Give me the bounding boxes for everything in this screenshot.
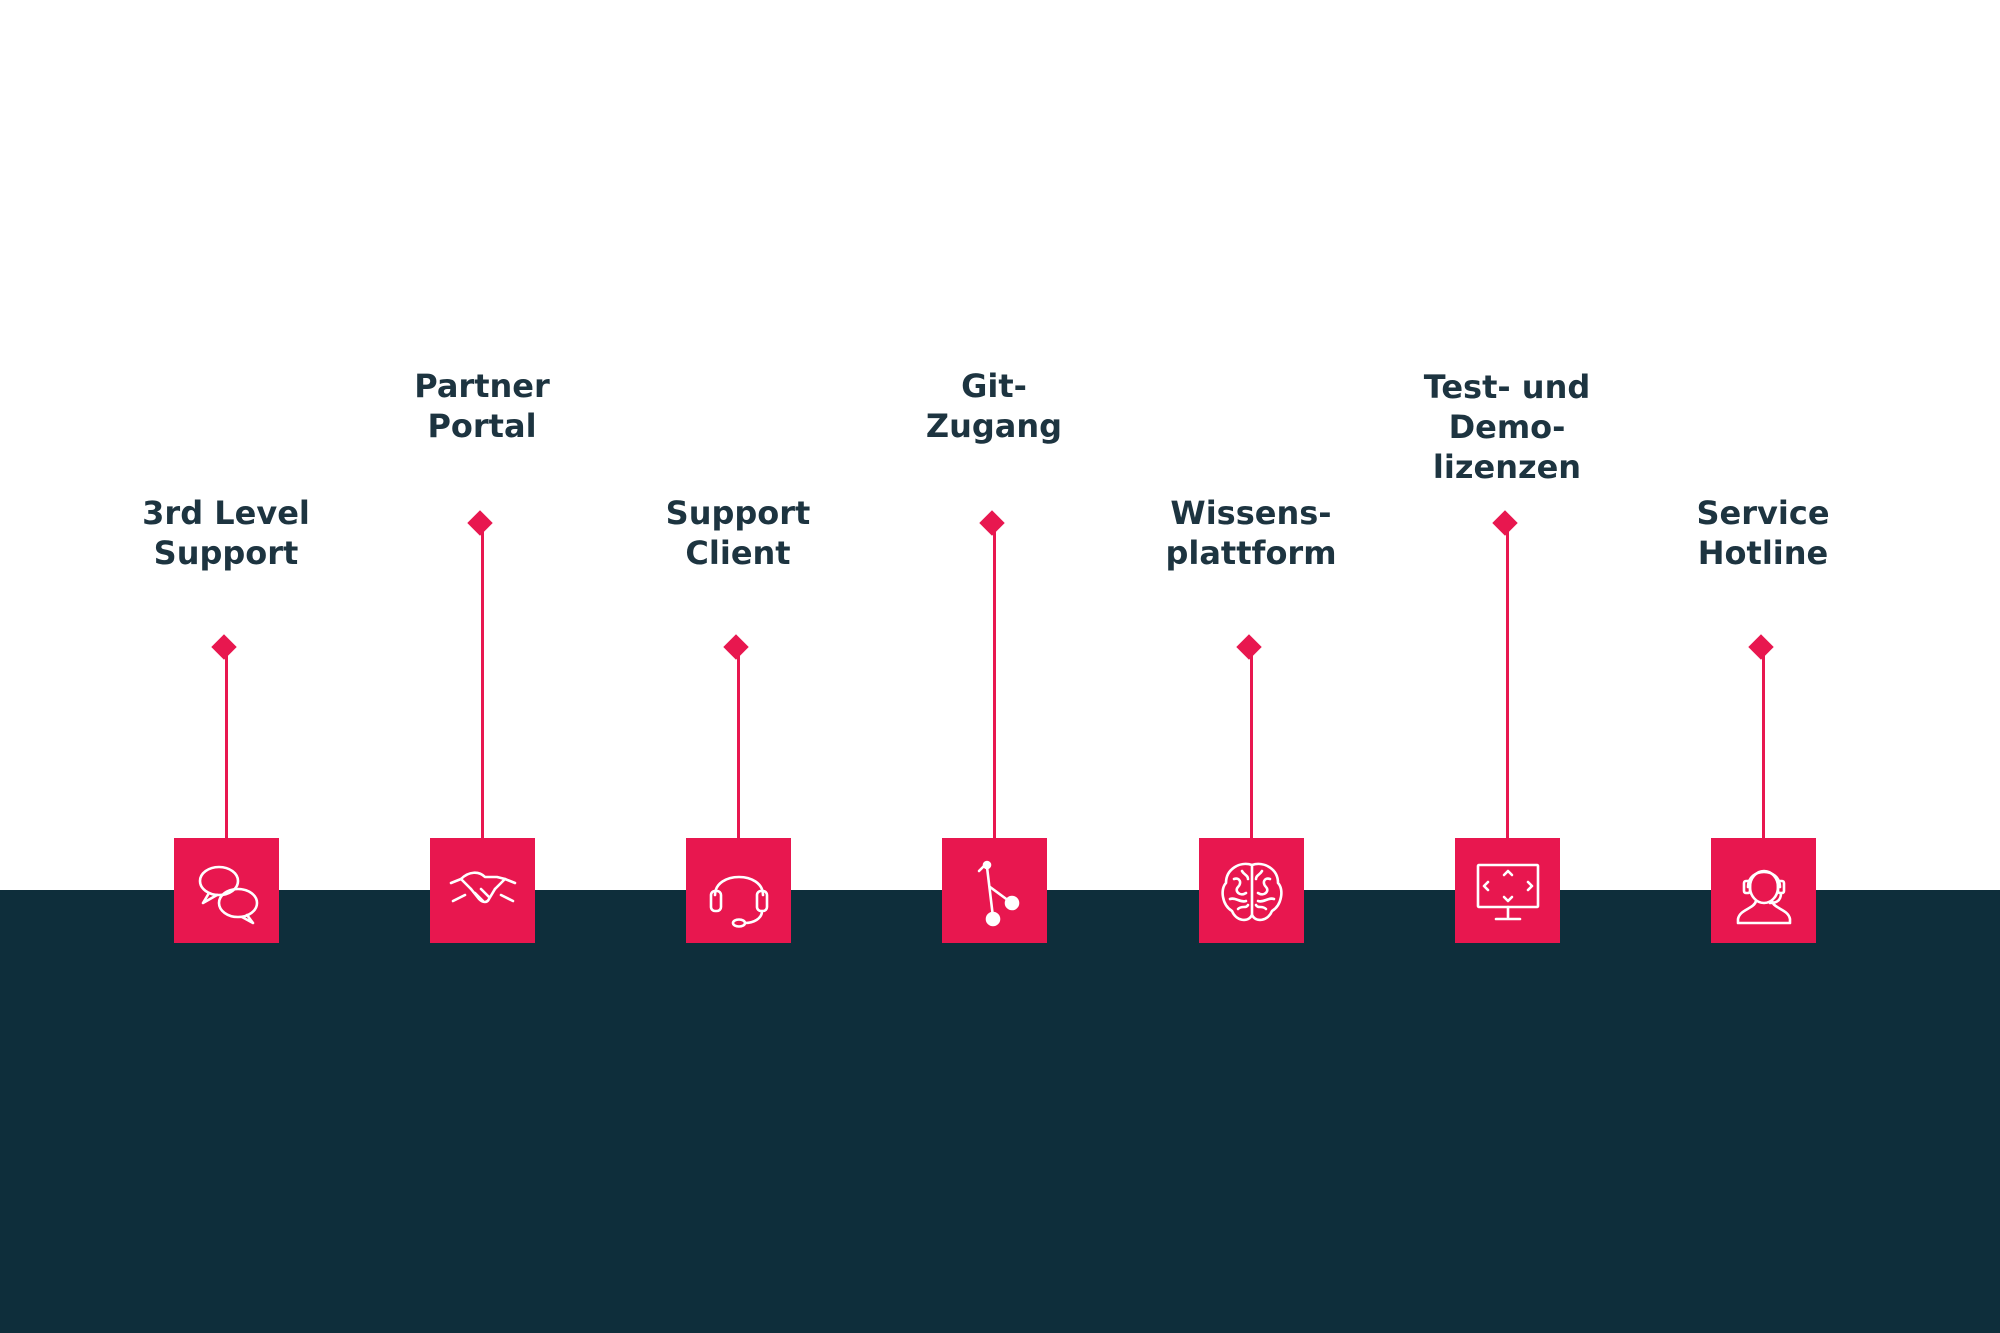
node-label-line: Portal: [427, 407, 537, 445]
support-agent-icon: [1736, 869, 1791, 924]
connector-line: [993, 524, 996, 840]
icon-tile: [942, 838, 1047, 943]
node-label-line: Demo-: [1448, 408, 1566, 446]
node-label-line: Client: [685, 534, 791, 572]
headset-icon: [709, 875, 768, 928]
git-branch-icon: [977, 860, 1019, 926]
icon-tile: [174, 838, 279, 943]
node-label-line: Service: [1696, 494, 1830, 532]
icon-tile: [1711, 838, 1816, 943]
node-label-line: 3rd Level: [142, 494, 310, 532]
node-label-line: Git-: [961, 367, 1027, 405]
node-label-line: Support: [665, 494, 811, 532]
diamond-marker: [467, 510, 493, 536]
node-label: Wissens-plattform: [1126, 493, 1376, 573]
node-label-line: lizenzen: [1432, 448, 1582, 486]
diamond-marker: [723, 634, 749, 660]
node-label-line: Hotline: [1697, 534, 1829, 572]
icon-tile: [1199, 838, 1304, 943]
connector-line: [737, 648, 740, 840]
diamond-marker: [979, 510, 1005, 536]
brain-icon: [1220, 862, 1283, 921]
node-label-line: Support: [153, 534, 299, 572]
diamond-marker: [1492, 510, 1518, 536]
diamond-marker: [1748, 634, 1774, 660]
node-wissensplattform: Wissens-plattform: [1126, 0, 1376, 1333]
dark-band-background: [0, 890, 2000, 1333]
connector-line: [1506, 524, 1509, 840]
monitor-icon: [1476, 863, 1539, 920]
connector-line: [225, 648, 228, 840]
icon-tile: [686, 838, 791, 943]
icon-tile: [1455, 838, 1560, 943]
node-label-line: Wissens-: [1170, 494, 1332, 532]
node-label-line: Zugang: [925, 407, 1063, 445]
diamond-marker: [211, 634, 237, 660]
connector-line: [481, 524, 484, 840]
node-label-line: Test- und: [1423, 368, 1591, 406]
diamond-marker: [1236, 634, 1262, 660]
connector-line: [1250, 648, 1253, 840]
chat-bubbles-icon: [198, 865, 258, 924]
node-git-zugang: Git-Zugang: [869, 0, 1119, 1333]
handshake-icon: [449, 870, 516, 903]
connector-line: [1762, 648, 1765, 840]
node-label-line: plattform: [1165, 534, 1337, 572]
icon-tile: [430, 838, 535, 943]
node-label: Git-Zugang: [869, 366, 1119, 446]
node-label-line: Partner: [414, 367, 550, 405]
